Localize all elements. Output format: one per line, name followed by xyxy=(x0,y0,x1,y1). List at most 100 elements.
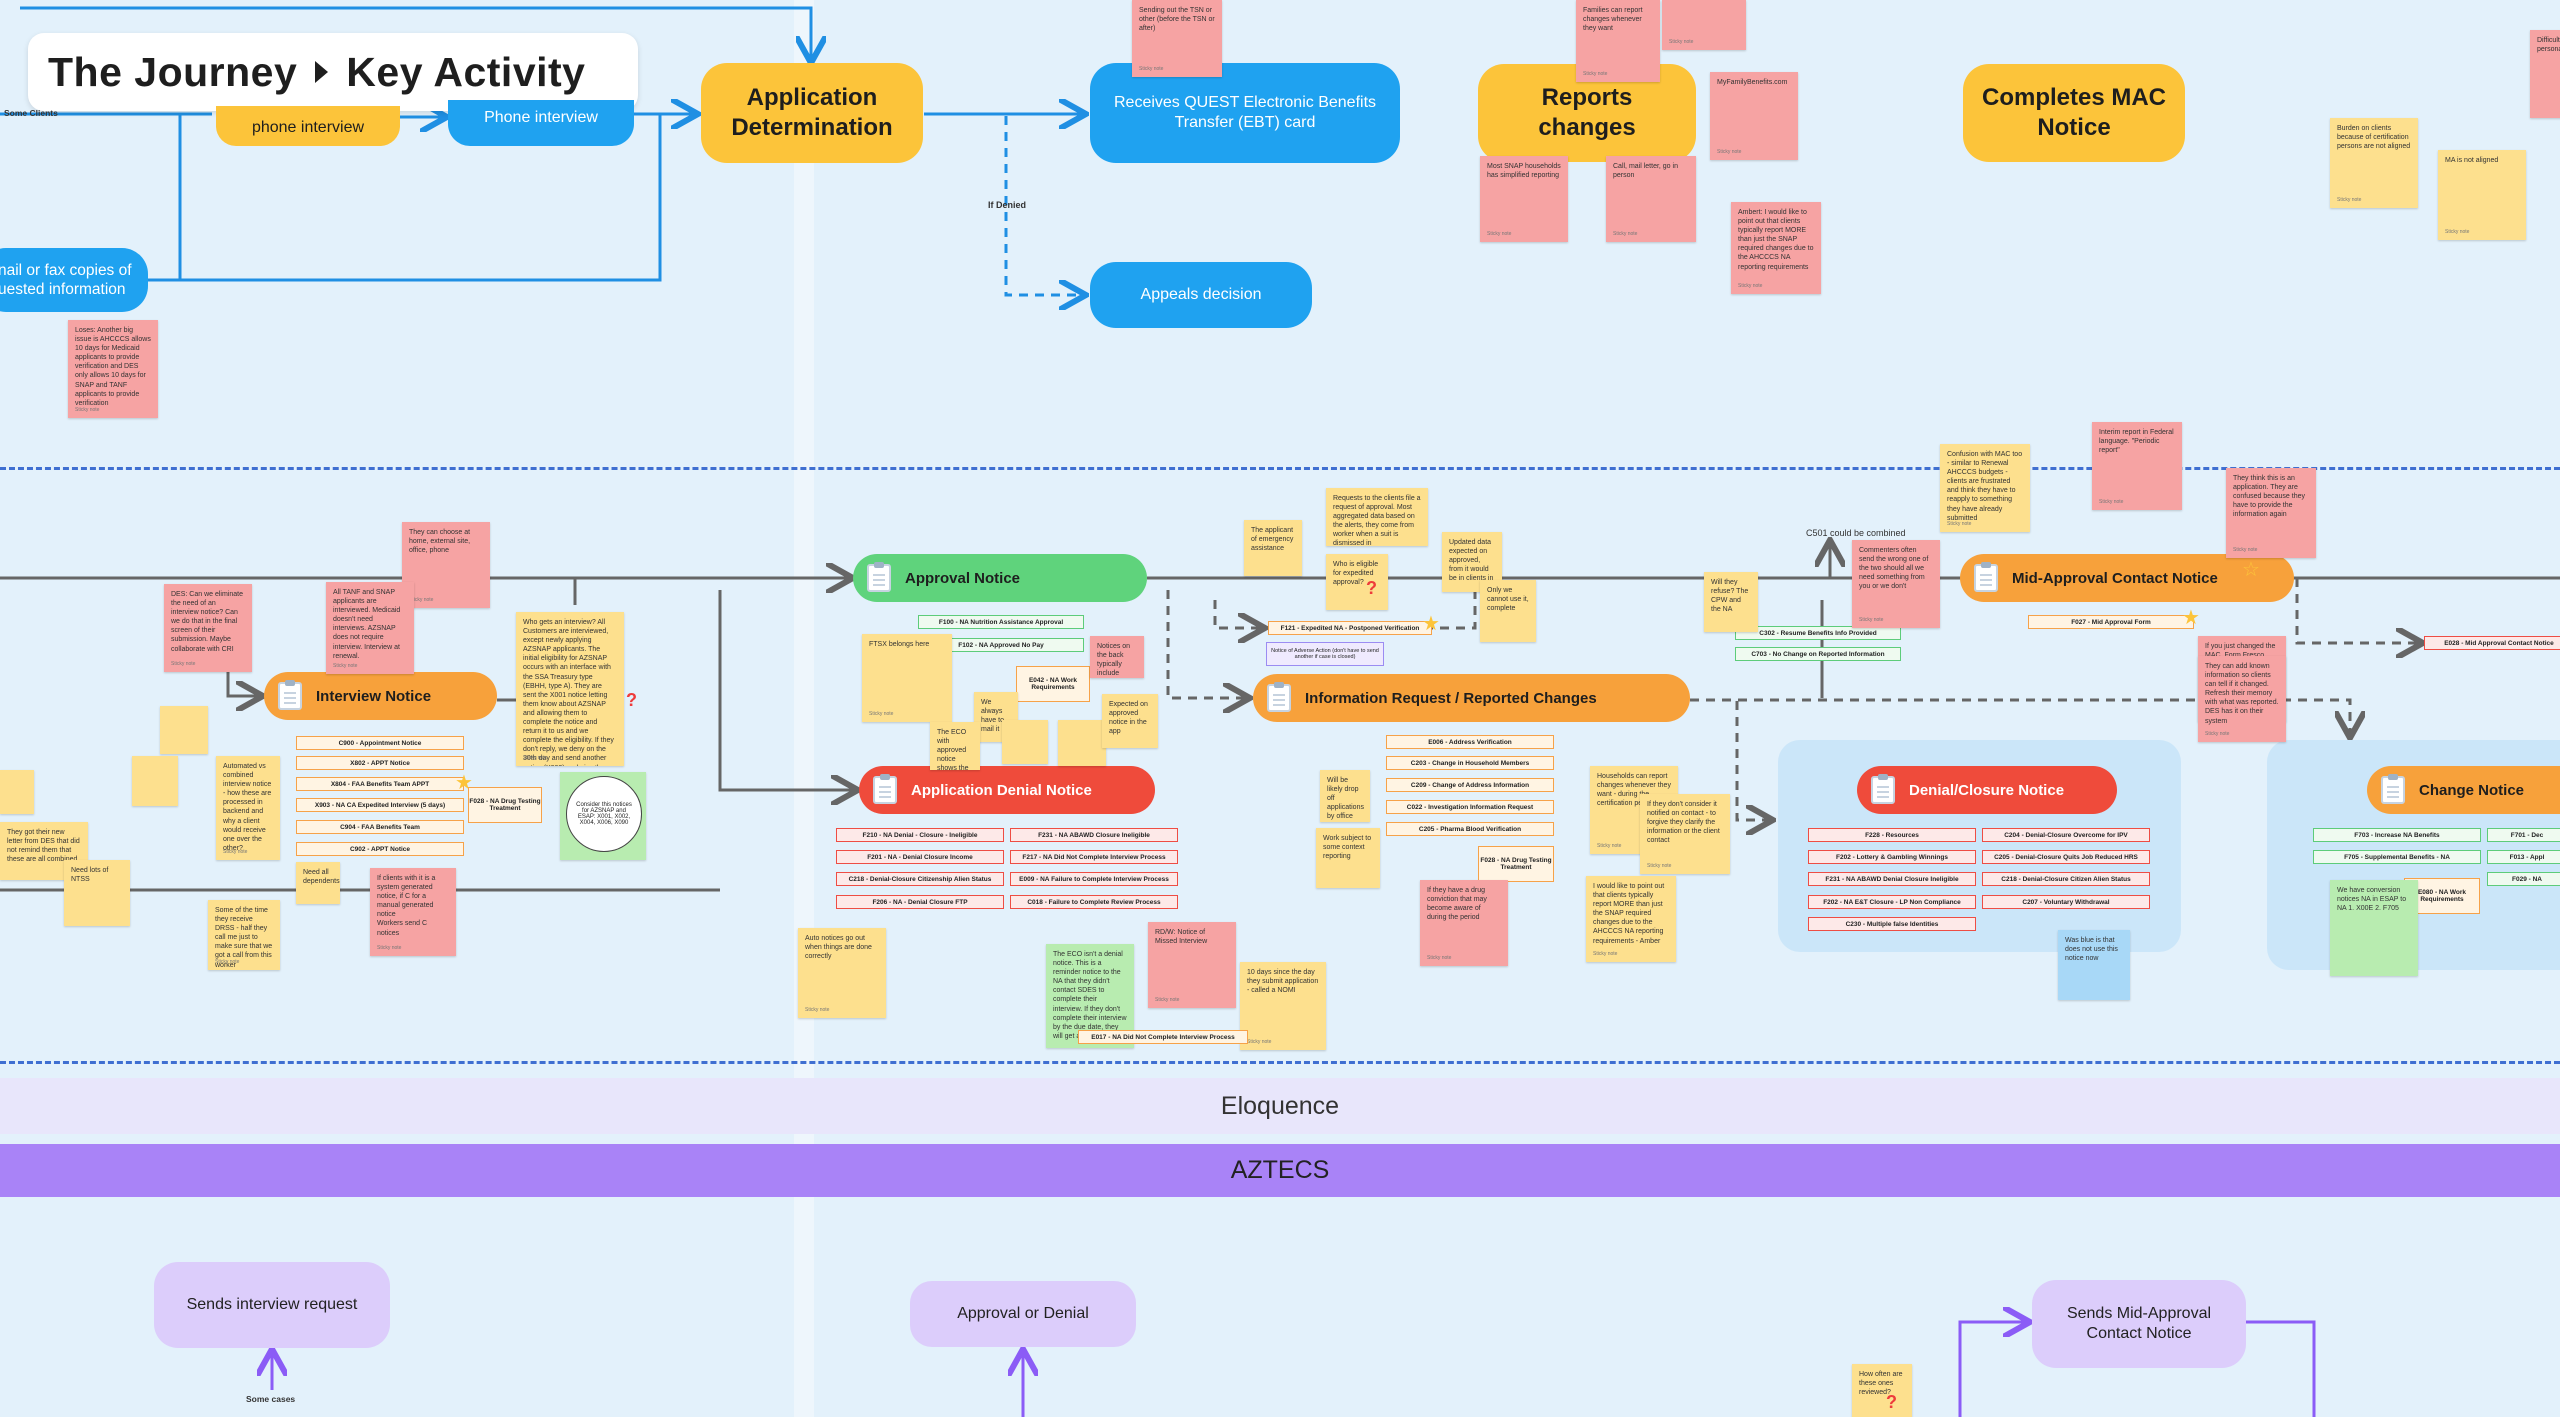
code-tag[interactable]: F102 - NA Approved No Pay xyxy=(918,638,1084,652)
sticky-note[interactable] xyxy=(0,770,34,814)
code-tag[interactable]: F121 - Expedited NA - Postponed Verifica… xyxy=(1268,621,1432,635)
sticky-note[interactable] xyxy=(132,756,178,806)
code-tag[interactable]: F217 - NA Did Not Complete Interview Pro… xyxy=(1010,850,1178,864)
code-tag[interactable]: F028 - NA Drug Testing Treatment xyxy=(468,787,542,823)
code-tag[interactable]: C218 - Denial-Closure Citizenship Alien … xyxy=(836,872,1004,886)
code-tag[interactable]: X903 - NA CA Expedited Interview (5 days… xyxy=(296,798,464,812)
code-tag[interactable]: F028 - NA Drug Testing Treatment xyxy=(1478,846,1554,882)
sticky-note[interactable]: Who is eligible for expedited approval? xyxy=(1326,554,1388,610)
code-tag[interactable]: E006 - Address Verification xyxy=(1386,735,1554,749)
sticky-note[interactable]: Confusion with MAC too - similar to Rene… xyxy=(1940,444,2030,532)
code-tag[interactable]: C904 - FAA Benefits Team xyxy=(296,820,464,834)
code-tag[interactable]: C018 - Failure to Complete Review Proces… xyxy=(1010,895,1178,909)
sticky-note[interactable]: Who gets an interview? All Customers are… xyxy=(516,612,624,766)
code-tag[interactable]: F202 - NA E&T Closure - LP Non Complianc… xyxy=(1808,895,1976,909)
node-appeals-decision[interactable]: Appeals decision xyxy=(1090,262,1312,328)
code-tag[interactable]: F231 - NA ABAWD Closure Ineligible xyxy=(1010,828,1178,842)
sticky-note[interactable]: Auto notices go out when things are done… xyxy=(798,928,886,1018)
sticky-note[interactable]: Some of the time they receive DRSS - hal… xyxy=(208,900,280,970)
sticky-note[interactable]: Most SNAP households has simplified repo… xyxy=(1480,156,1568,242)
node-sends-mid-approval[interactable]: Sends Mid-Approval Contact Notice xyxy=(2032,1280,2246,1368)
sticky-note[interactable]: How often are these ones reviewed? xyxy=(1852,1364,1912,1417)
sticky-note[interactable] xyxy=(160,706,208,754)
sticky-note[interactable] xyxy=(1058,720,1106,766)
code-tag[interactable]: C205 - Denial-Closure Quits Job Reduced … xyxy=(1982,850,2150,864)
code-tag[interactable]: F206 - NA - Denial Closure FTP xyxy=(836,895,1004,909)
sticky-note[interactable]: Burden on clients because of certificati… xyxy=(2330,118,2418,208)
code-tag[interactable]: C207 - Voluntary Withdrawal xyxy=(1982,895,2150,909)
node-completes-mac[interactable]: Completes MAC Notice xyxy=(1963,64,2185,162)
code-tag[interactable]: C203 - Change in Household Members xyxy=(1386,756,1554,770)
node-phone-interview-blue[interactable]: Phone interview xyxy=(448,100,634,146)
code-tag[interactable]: E028 - Mid Approval Contact Notice xyxy=(2424,636,2560,650)
sticky-note[interactable]: They think this is an application. They … xyxy=(2226,468,2316,558)
sticky-note[interactable]: 10 days since the day they submit applic… xyxy=(1240,962,1326,1050)
sticky-note[interactable]: Expected on approved notice in the app xyxy=(1102,694,1158,748)
notice-information-request[interactable]: Information Request / Reported Changes xyxy=(1253,674,1690,722)
code-tag[interactable]: F231 - NA ABAWD Denial Closure Ineligibl… xyxy=(1808,872,1976,886)
node-sends-interview-request[interactable]: Sends interview request xyxy=(154,1262,390,1348)
code-tag[interactable]: C022 - Investigation Information Request xyxy=(1386,800,1554,814)
code-tag[interactable]: C218 - Denial-Closure Citizen Alien Stat… xyxy=(1982,872,2150,886)
sticky-note[interactable]: The ECO with approved notice shows the N… xyxy=(930,722,980,770)
sticky-note[interactable]: Need all dependents xyxy=(296,862,340,904)
node-approval-or-denial[interactable]: Approval or Denial xyxy=(910,1281,1136,1347)
code-tag[interactable]: C205 - Pharma Blood Verification xyxy=(1386,822,1554,836)
code-tag[interactable]: X804 - FAA Benefits Team APPT xyxy=(296,777,464,791)
sticky-note[interactable]: Will be likely drop off applications by … xyxy=(1320,770,1370,822)
code-tag[interactable]: E009 - NA Failure to Complete Interview … xyxy=(1010,872,1178,886)
code-tag[interactable]: F228 - Resources xyxy=(1808,828,1976,842)
code-tag[interactable]: C703 - No Change on Reported Information xyxy=(1735,647,1901,661)
sticky-note[interactable] xyxy=(1002,720,1048,764)
code-tag[interactable]: F100 - NA Nutrition Assistance Approval xyxy=(918,615,1084,629)
code-tag[interactable]: C902 - APPT Notice xyxy=(296,842,464,856)
code-tag[interactable]: F013 - Appl xyxy=(2487,850,2560,864)
node-receives-ebt[interactable]: Receives QUEST Electronic Benefits Trans… xyxy=(1090,63,1400,163)
code-tag[interactable]: F701 - Dec xyxy=(2487,828,2560,842)
sticky-note[interactable]: The applicant of emergency assistance xyxy=(1244,520,1302,576)
sticky-note[interactable]: DES: Can we eliminate the need of an int… xyxy=(164,584,252,672)
sticky-note[interactable]: Notices on the back typically include in… xyxy=(1090,636,1144,678)
code-tag[interactable]: F027 - Mid Approval Form xyxy=(2028,615,2194,629)
sticky-note[interactable]: Families can report changes whenever the… xyxy=(1576,0,1660,82)
code-tag[interactable]: C209 - Change of Address Information xyxy=(1386,778,1554,792)
code-tag[interactable]: X802 - APPT Notice xyxy=(296,756,464,770)
notice-denial-closure[interactable]: Denial/Closure Notice xyxy=(1857,766,2117,814)
sticky-note[interactable]: Sending out the TSN or other (before the… xyxy=(1132,0,1222,77)
sticky-note[interactable]: Interim report in Federal language. "Per… xyxy=(2092,422,2182,510)
code-tag[interactable]: Notice of Adverse Action (don't have to … xyxy=(1266,642,1384,666)
sticky-note[interactable]: If they have a drug conviction that may … xyxy=(1420,880,1508,966)
code-tag[interactable]: E042 - NA Work Requirements xyxy=(1016,666,1090,702)
sticky-note[interactable]: Will they refuse? The CPW and the NA xyxy=(1704,572,1758,632)
node-phone-interview-yellow[interactable]: phone interview xyxy=(216,106,400,146)
sticky-note[interactable]: They can add known information so client… xyxy=(2198,656,2286,742)
sticky-note[interactable]: Need lots of NTSS xyxy=(64,860,130,926)
code-tag[interactable]: C204 - Denial-Closure Overcome for IPV xyxy=(1982,828,2150,842)
sticky-note-green[interactable]: We have conversion notices NA in ESAP to… xyxy=(2330,880,2418,976)
sticky-note[interactable]: Sticky note xyxy=(1662,0,1746,50)
notice-approval[interactable]: Approval Notice xyxy=(853,554,1147,602)
sticky-note-blue[interactable]: Was blue is that does not use this notic… xyxy=(2058,930,2130,1000)
notice-mid-approval[interactable]: Mid-Approval Contact Notice xyxy=(1960,554,2294,602)
code-tag[interactable]: F705 - Supplemental Benefits - NA xyxy=(2313,850,2481,864)
sticky-note[interactable]: Commenters often send the wrong one of t… xyxy=(1852,540,1940,628)
sticky-note[interactable]: Requests to the clients file a request o… xyxy=(1326,488,1428,546)
sticky-note[interactable]: Only we cannot use it, complete xyxy=(1480,580,1536,642)
code-tag[interactable]: F202 - Lottery & Gambling Winnings xyxy=(1808,850,1976,864)
sticky-note[interactable]: Ambert: I would like to point out that c… xyxy=(1731,202,1821,294)
code-tag[interactable]: C900 - Appointment Notice xyxy=(296,736,464,750)
node-application-determination[interactable]: Application Determination xyxy=(701,63,923,163)
sticky-note[interactable]: They can choose at home, external site, … xyxy=(402,522,490,608)
code-tag[interactable]: E017 - NA Did Not Complete Interview Pro… xyxy=(1078,1030,1248,1044)
code-tag[interactable]: C230 - Multiple false Identities xyxy=(1808,917,1976,931)
sticky-note[interactable]: Work subject to some context reporting xyxy=(1316,828,1380,888)
code-tag[interactable]: F201 - NA - Denial Closure Income xyxy=(836,850,1004,864)
node-mail-fax-copies[interactable]: nail or fax copies of uested information xyxy=(0,248,148,312)
sticky-note[interactable]: All TANF and SNAP applicants are intervi… xyxy=(326,582,414,674)
